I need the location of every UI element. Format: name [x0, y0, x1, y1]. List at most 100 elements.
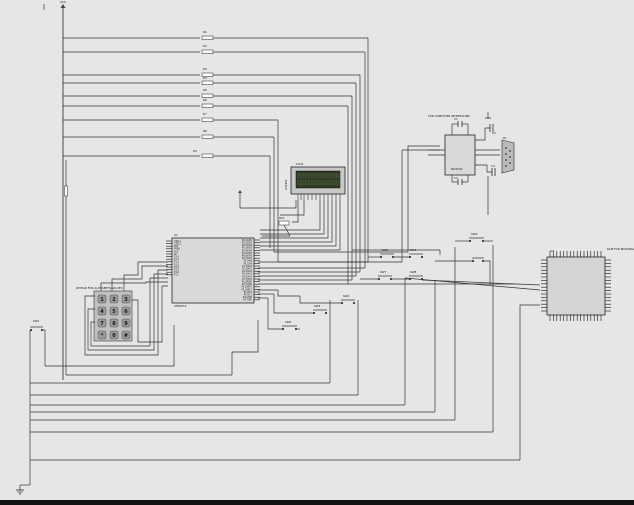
lcd-cell [310, 180, 313, 186]
serial-title: FOR COMPUTER INTERFACING [428, 114, 470, 118]
lcd-cell [324, 173, 327, 179]
svg-text:SW4: SW4 [343, 294, 350, 298]
cap-c2[interactable]: C2 [475, 124, 496, 141]
ram-chip: RAM FOR BOOKING U3 [541, 247, 634, 321]
resistor-r6[interactable]: R6 [201, 98, 214, 108]
lcd-cell [334, 173, 337, 179]
keypad-key[interactable] [109, 294, 119, 304]
mcu-pin-label: ALE [174, 250, 179, 253]
mcu-pin-label: P1.4 [174, 266, 179, 269]
svg-text:R4: R4 [203, 76, 207, 80]
mcu-pin-label: P0.4/AD4 [242, 249, 253, 252]
lcd-cell [307, 173, 310, 179]
misc-wires [274, 145, 541, 291]
keypad-key[interactable] [109, 318, 119, 328]
svg-text:R7: R7 [203, 112, 207, 116]
mcu-pin-label: P3.7/RD [243, 299, 252, 302]
resistor-r1[interactable]: R1 [201, 30, 214, 40]
svg-text:SW8: SW8 [410, 270, 417, 274]
mcu-pin-label: P1.0 [174, 256, 179, 259]
switch-sw4[interactable]: SW4 [277, 290, 355, 304]
keypad-key-label: 1 [100, 297, 104, 303]
svg-text:C3: C3 [454, 176, 458, 180]
keypad-key[interactable] [121, 306, 131, 316]
lcd-ref: LCD1 [296, 162, 304, 166]
ram-ref: U3 [550, 249, 554, 253]
keypad-key[interactable] [97, 294, 107, 304]
svg-text:P1: P1 [503, 136, 507, 140]
keypad-key[interactable] [121, 294, 131, 304]
mcu-pin-label: EA [174, 253, 177, 256]
svg-text:R3: R3 [203, 67, 207, 71]
keypad-key-label: * [101, 333, 104, 339]
resistor-r3[interactable]: R3 [201, 67, 214, 77]
resistor-r8[interactable]: R8 [201, 129, 214, 139]
mcu-pin-label: P1.2 [174, 261, 179, 264]
keypad-key[interactable] [97, 306, 107, 316]
keypad-key[interactable] [109, 330, 119, 340]
lcd-cell [315, 180, 319, 186]
keypad-key[interactable] [121, 330, 131, 340]
mcu-bus-connections [258, 260, 368, 299]
lcd-cell [318, 173, 321, 179]
resistor-r9[interactable]: R9 [193, 149, 214, 158]
lcd-cell [332, 180, 335, 186]
db9-connector[interactable]: P1 [501, 136, 515, 174]
lcd-cell [310, 173, 313, 179]
lcd-cell [334, 180, 337, 186]
resistor-r2[interactable]: R2 [201, 44, 214, 54]
resistor-array: R1 R2 R3 R4 R5 R6 R7 R8 R9 [193, 30, 214, 158]
keypad-key[interactable] [109, 306, 119, 316]
mcu-pin-label: P2.6/A14 [242, 275, 252, 278]
keypad-key[interactable] [97, 318, 107, 328]
keypad-key-label: 4 [100, 309, 104, 315]
resistor-r4[interactable]: R4 [201, 76, 214, 85]
switch-sw3[interactable]: SW3 [273, 294, 327, 314]
switch-sw2[interactable]: SW2 [267, 298, 300, 330]
keypad-key-label: 2 [112, 297, 116, 303]
mcu-pin-label: P2.2/A10 [242, 265, 252, 268]
switch-sw5[interactable]: SW5 [368, 248, 394, 258]
mcu-pin-label: P3.4/T0 [244, 291, 253, 294]
cap-c3[interactable]: C3 [451, 175, 469, 185]
rv1-potentiometer[interactable]: RV1 [262, 216, 291, 237]
resistor-wires [63, 37, 368, 157]
vcc-label: VCC [60, 0, 66, 4]
keypad-key-label: 0 [112, 333, 116, 339]
keypad-key-label: 3 [124, 297, 128, 303]
lcd-cell [299, 173, 302, 179]
bus-verticals [269, 38, 369, 284]
ram-title: RAM FOR BOOKING [607, 247, 634, 251]
mcu-pin-label: XTAL2 [174, 243, 181, 246]
pullup-resistor-vertical [64, 160, 68, 375]
mcu-pin-label: P0.0/AD0 [242, 239, 253, 242]
lcd-vcc [238, 190, 297, 209]
switch-sw1[interactable]: SW1 [30, 319, 46, 366]
svg-text:C2: C2 [492, 131, 496, 135]
mcu-pin-label: P0.7/AD7 [242, 257, 253, 260]
resistor-r7[interactable]: R7 [201, 112, 214, 122]
cap-c1[interactable]: C1 [451, 117, 469, 135]
keypad-key-label: # [124, 333, 128, 339]
switch-sw8[interactable]: SW8 [391, 270, 541, 286]
lcd-cell [321, 180, 324, 186]
mcu-part: AT89C51 [174, 304, 187, 308]
switch-sw9[interactable]: SW9 [455, 232, 493, 242]
cap-c4[interactable]: C4 [475, 164, 496, 176]
mcu-pin-label: P2.4/A12 [242, 270, 252, 273]
serial-interface: FOR COMPUTER INTERFACING MAX232 C1 C3 C2 [428, 112, 515, 215]
resistor-r5[interactable]: R5 [201, 88, 214, 98]
switch-sw7[interactable]: SW7 [360, 270, 392, 280]
keypad-key-label: 8 [112, 321, 116, 327]
keypad-key[interactable] [121, 318, 131, 328]
switch-small[interactable] [435, 257, 491, 285]
svg-text:R9: R9 [193, 149, 197, 153]
mcu-pin-label: P3.1/TXD [242, 283, 252, 286]
mcu-pin-label: P3.0/RXD [242, 281, 253, 284]
keypad-key-label: 5 [112, 309, 116, 315]
mcu-pin-label: P1.7 [174, 274, 179, 277]
svg-text:SW3: SW3 [314, 304, 321, 308]
keypad-key[interactable] [97, 330, 107, 340]
mcu-pin-label: P0.1/AD1 [242, 242, 253, 245]
